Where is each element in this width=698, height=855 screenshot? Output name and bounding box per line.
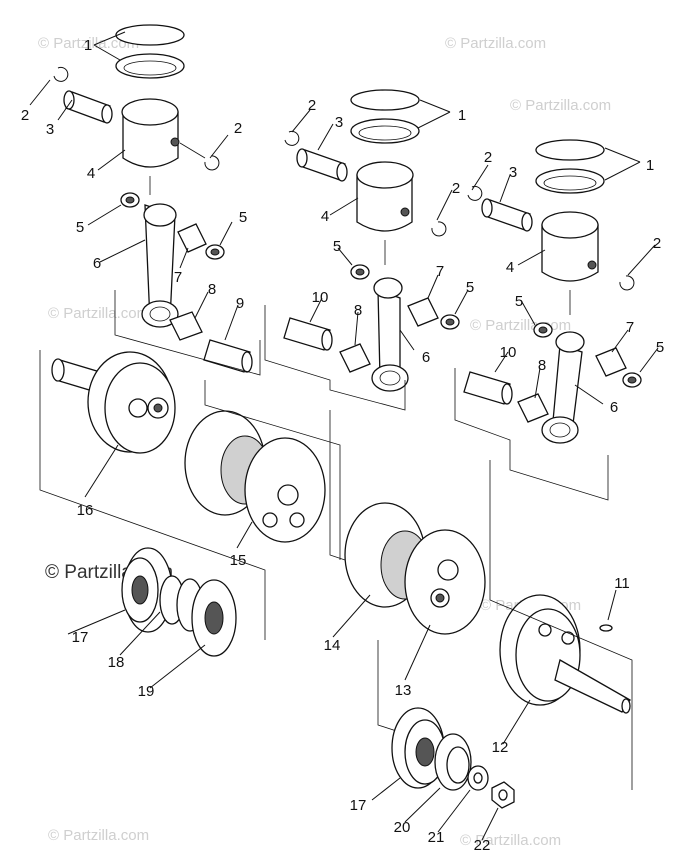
leader-lines [29, 31, 659, 841]
part-number-label: 8 [354, 302, 362, 319]
part-number-label: 10 [500, 344, 517, 361]
part-number-label: 12 [492, 739, 509, 756]
part-number-label: 4 [506, 259, 514, 276]
circlip [204, 155, 220, 171]
circlip [619, 275, 635, 291]
circlip [431, 221, 447, 237]
part-number-label: 1 [458, 107, 466, 124]
watermark: © Partzilla.com [48, 305, 149, 322]
part-number-label: 1 [84, 37, 92, 54]
assembly-bracket [39, 350, 266, 640]
part-number-label: 22 [474, 837, 491, 854]
circlip [284, 130, 300, 146]
part-number-label: 17 [72, 629, 89, 646]
part-number-label: 8 [208, 281, 216, 298]
part-number-label: 10 [312, 289, 329, 306]
crank-half-14-13 [344, 502, 486, 635]
piston-ring [535, 168, 605, 194]
part-number-label: 20 [394, 819, 411, 836]
piston-ring [115, 53, 185, 79]
watermark: © Partzilla.com [460, 832, 561, 849]
needle-bearing [177, 223, 207, 253]
assembly-bracket [204, 380, 341, 560]
part-number-label: 2 [234, 120, 242, 137]
part-number-label: 7 [436, 263, 444, 280]
part-number-label: 5 [76, 219, 84, 236]
part-number-label: 4 [321, 208, 329, 225]
part-number-label: 9 [236, 295, 244, 312]
watermarks: © Partzilla.com © Partzilla.com © Partzi… [38, 35, 611, 849]
crank-pin [463, 371, 511, 405]
bearing-group-left [121, 547, 237, 657]
needle-bearing [169, 311, 203, 341]
part-number-label: 5 [333, 238, 341, 255]
part-number-label: 1 [646, 157, 654, 174]
part-number-label: 5 [656, 339, 664, 356]
assembly-bracket [329, 410, 346, 561]
part-number-label: 19 [138, 683, 155, 700]
bearing-group-bottom [391, 707, 515, 809]
piston-assembly-middle [264, 89, 460, 411]
piston-assembly-left [53, 24, 261, 376]
crank-half-15 [184, 410, 326, 543]
part-number-label: 5 [515, 293, 523, 310]
needle-bearing [407, 297, 439, 327]
piston [122, 111, 179, 168]
part-number-label: 2 [308, 97, 316, 114]
part-number-label: 3 [509, 164, 517, 181]
part-number-label: 2 [653, 235, 661, 252]
piston-ring [350, 89, 420, 111]
piston-ring [115, 24, 185, 46]
assembly-bracket [489, 460, 633, 790]
circlip [53, 66, 69, 82]
part-number-label: 8 [538, 357, 546, 374]
needle-bearing [517, 393, 549, 423]
part-number-label: 16 [77, 502, 94, 519]
watermark: © Partzilla.com [470, 317, 571, 334]
part-number-label: 5 [239, 209, 247, 226]
part-number-label: 4 [87, 165, 95, 182]
piston [356, 174, 413, 232]
part-number-label: 7 [626, 319, 634, 336]
part-number-label: 11 [614, 575, 630, 592]
circlip [467, 185, 483, 201]
crank-pin [283, 317, 331, 351]
part-number-label: 14 [324, 637, 341, 654]
part-number-label: 2 [484, 149, 492, 166]
part-number-label: 15 [230, 552, 247, 569]
watermark: © Partzilla.com [38, 35, 139, 52]
woodruff-key [599, 624, 613, 632]
part-number-label: 7 [174, 269, 182, 286]
part-number-label: 6 [422, 349, 430, 366]
part-number-label: 6 [610, 399, 618, 416]
piston [541, 224, 599, 282]
part-number-label: 2 [452, 180, 460, 197]
needle-bearing [595, 347, 627, 377]
part-number-label: 2 [21, 107, 29, 124]
watermark: © Partzilla.com [510, 97, 611, 114]
part-number-label: 18 [108, 654, 125, 671]
part-number-label: 17 [350, 797, 367, 814]
crank-pin [203, 339, 251, 373]
piston-assembly-right [454, 139, 642, 501]
watermark: © Partzilla.com [48, 827, 149, 844]
crank-half-16 [51, 351, 176, 454]
watermark: © Partzilla.com [445, 35, 546, 52]
part-number-label: 13 [395, 682, 412, 699]
part-number-label: 5 [466, 279, 474, 296]
piston-ring [350, 118, 420, 144]
needle-bearing [339, 343, 371, 373]
end-crank-12 [499, 594, 631, 714]
part-number-label: 21 [428, 829, 445, 846]
part-number-label: 3 [335, 114, 343, 131]
part-number-label: 3 [46, 121, 54, 138]
piston-ring [535, 139, 605, 161]
part-number-label: 6 [93, 255, 101, 272]
part-labels: 1 1 1 2 2 2 2 2 2 3 3 3 4 4 4 5 5 5 5 5 … [21, 37, 664, 854]
